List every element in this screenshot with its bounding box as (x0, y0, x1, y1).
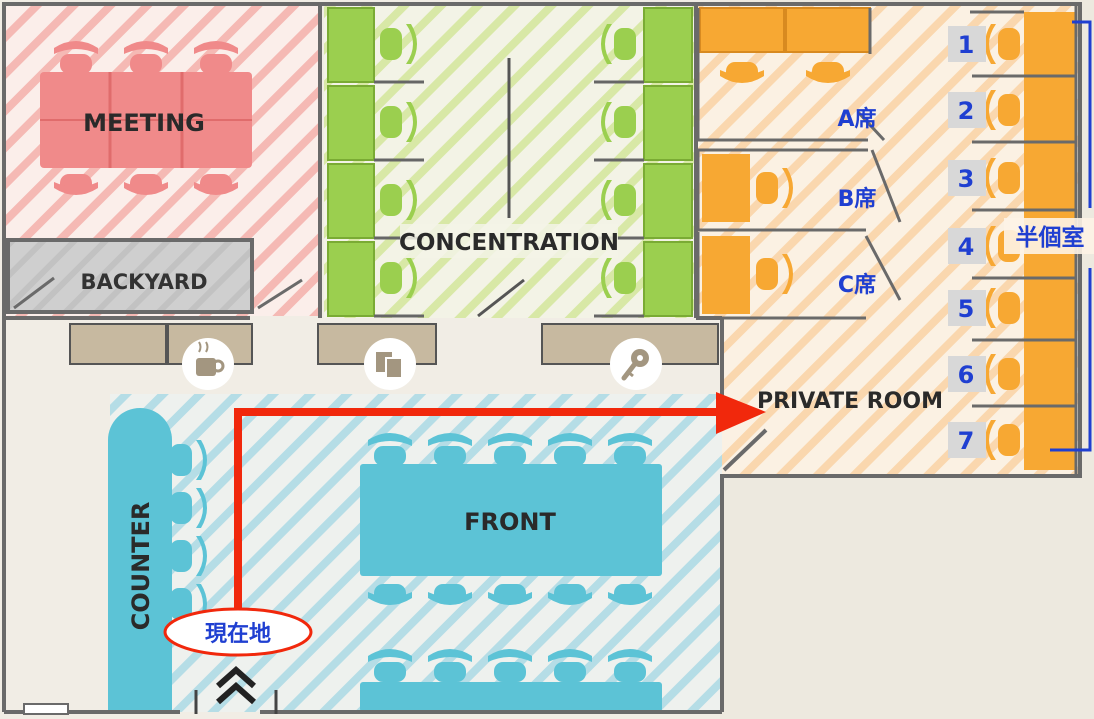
booth-number: 3 (958, 165, 975, 193)
current-location-marker: 現在地 (163, 607, 313, 657)
front-label: FRONT (464, 508, 556, 536)
concentration-right-desks (594, 7, 693, 318)
private-desks (696, 7, 902, 320)
seat-c-label: C席 (838, 272, 876, 298)
front-chair (548, 433, 592, 466)
backyard-room: BACKYARD (6, 238, 303, 314)
seat-a-label: A席 (837, 106, 876, 132)
private-chair (806, 62, 850, 83)
front-chair (428, 584, 472, 605)
copy-documents-icon (364, 338, 416, 390)
meeting-chair (54, 174, 98, 195)
booth-number: 6 (958, 361, 975, 389)
front-table-area: FRONT (360, 433, 662, 712)
front-chair (488, 433, 532, 466)
front-chair (488, 649, 532, 682)
concentration-chair (380, 102, 417, 142)
booth-number: 5 (958, 295, 975, 323)
front-chair (368, 433, 412, 466)
front-chair (608, 433, 652, 466)
front-chair (548, 584, 592, 605)
concentration-chair (380, 258, 417, 298)
meeting-chair (194, 41, 238, 74)
counter-chair (170, 488, 207, 528)
booth-chair (985, 158, 1020, 198)
meeting-chair (124, 41, 168, 74)
meeting-label: MEETING (83, 109, 205, 137)
front-chair (368, 649, 412, 682)
private-chair (756, 254, 793, 294)
coffee-cup-icon (182, 338, 234, 390)
concentration-chair (601, 180, 636, 220)
front-table (360, 464, 662, 576)
concentration-room: CONCENTRATION (327, 7, 693, 318)
booth-chair (985, 24, 1020, 64)
concentration-chair (601, 102, 636, 142)
concentration-label: CONCENTRATION (399, 230, 619, 256)
backyard-label: BACKYARD (81, 270, 208, 294)
booth-chair (985, 420, 1020, 460)
semi-private-label: 半個室 (1016, 224, 1085, 251)
private-chair (720, 62, 764, 83)
private-chair (756, 168, 793, 208)
concentration-chair (601, 258, 636, 298)
concentration-chair (380, 180, 417, 220)
booth-number: 1 (958, 31, 975, 59)
booth-number: 7 (958, 427, 975, 455)
meeting-chair (194, 174, 238, 195)
counter-chair (170, 536, 207, 576)
front-chair (488, 584, 532, 605)
route-arrow (234, 392, 766, 610)
door-mat (23, 703, 69, 715)
key-icon (610, 338, 662, 390)
booth-chair (985, 354, 1020, 394)
meeting-chair (54, 41, 98, 74)
front-chair (608, 649, 652, 682)
counter-chair (170, 440, 207, 480)
concentration-chair (601, 24, 636, 64)
service-counters (69, 323, 719, 390)
front-table-lower (360, 682, 662, 712)
meeting-table-area: MEETING (40, 41, 252, 195)
front-chair (548, 649, 592, 682)
concentration-chair (380, 24, 417, 64)
booth-chair (985, 288, 1020, 328)
front-chair (608, 584, 652, 605)
booth-number: 2 (958, 97, 975, 125)
booth-number-labels: 1 2 3 4 5 6 7 (948, 26, 986, 458)
current-location-label: 現在地 (205, 621, 271, 647)
semi-private-bracket (1050, 20, 1092, 452)
entrance-chevron-icon (216, 665, 256, 705)
counter-area: COUNTER (108, 408, 207, 712)
front-chair (428, 649, 472, 682)
booth-number: 4 (958, 233, 975, 261)
seat-b-label: B席 (838, 186, 877, 212)
front-chair (368, 584, 412, 605)
meeting-chair (124, 174, 168, 195)
private-room-label: PRIVATE ROOM (757, 389, 943, 414)
counter-label: COUNTER (127, 502, 155, 631)
front-chair (428, 433, 472, 466)
meeting-chairs (54, 41, 238, 195)
booth-chair (985, 90, 1020, 130)
